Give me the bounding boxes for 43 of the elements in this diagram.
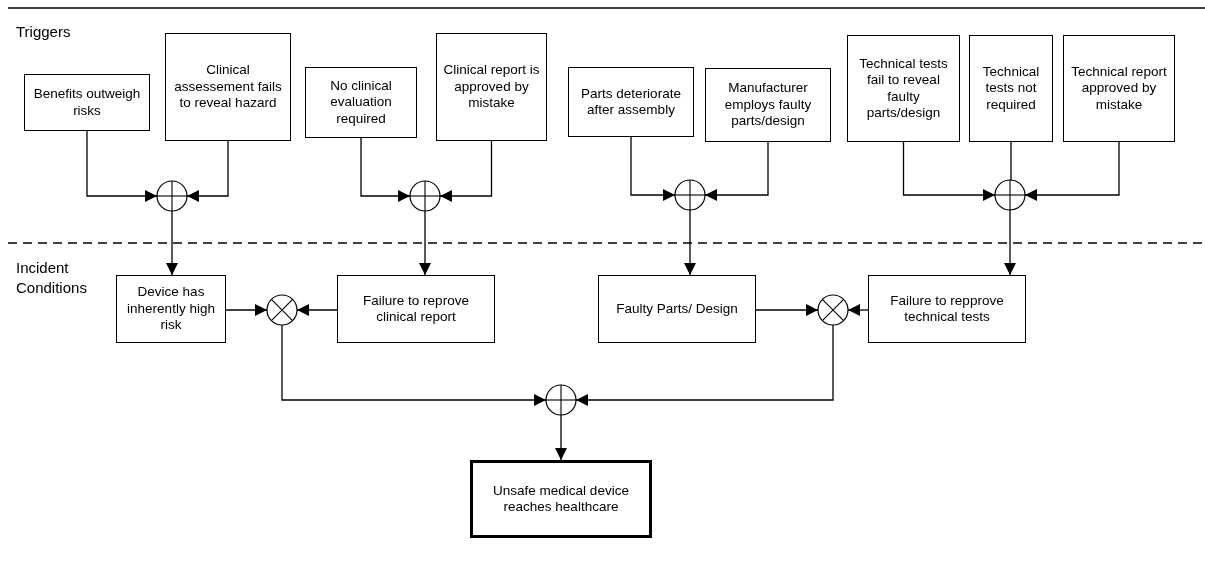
process-box: Technical tests fail to reveal faulty parts/design [847,35,960,142]
section-label: Triggers [16,22,72,42]
arrow [847,304,869,316]
process-box: Device has inherently high risk [116,275,226,343]
arrow [1004,209,1016,276]
multiplier-junction-icon [266,294,298,326]
summing-junction-icon [409,180,441,212]
connector-line [1010,141,1012,181]
arrow [755,304,819,316]
arrow [555,414,567,461]
process-box: Technical report approved by mistake [1063,35,1175,142]
process-box: Clinical report is approved by mistake [436,33,547,141]
process-box: Technical tests not required [969,35,1053,142]
arrow [296,304,338,316]
arrow [166,210,178,276]
arrow [704,141,769,201]
arrow [86,130,158,202]
arrow [575,324,834,406]
arrow [186,140,229,202]
process-box: Unsafe medical device reaches healthcare [470,460,652,538]
summing-junction-icon [994,179,1026,211]
arrow [281,324,547,406]
summing-junction-icon [545,384,577,416]
arrow [684,209,696,276]
process-box: Benefits outweigh risks [24,74,150,131]
arrow [225,304,268,316]
process-box: Failure to repprove technical tests [868,275,1026,343]
process-box: Faulty Parts/ Design [598,275,756,343]
arrow [1024,141,1120,201]
summing-junction-icon [156,180,188,212]
multiplier-junction-icon [817,294,849,326]
section-label: Incident Conditions [16,258,88,297]
arrow [439,140,493,202]
arrow [419,210,431,276]
process-box: Clinical assessement fails to reveal hazard [165,33,291,141]
arrow [902,141,996,201]
process-box: No clinical evaluation required [305,67,417,138]
arrow [630,136,676,201]
process-box: Failure to reprove clinical report [337,275,495,343]
process-box: Parts deteriorate after assembly [568,67,694,137]
arrow [360,137,411,202]
summing-junction-icon [674,179,706,211]
process-box: Manufacturer employs faulty parts/design [705,68,831,142]
